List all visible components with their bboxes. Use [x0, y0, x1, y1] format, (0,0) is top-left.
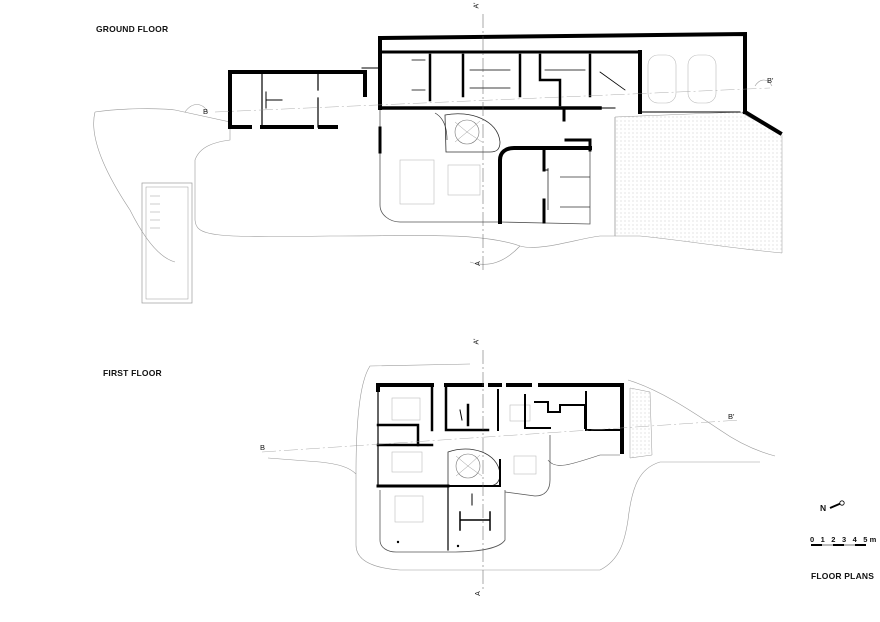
hatched-terrace: [614, 111, 783, 254]
ground-floor-plan: [93, 14, 783, 304]
pool: [141, 182, 193, 304]
section-b-prime-ground: B': [767, 76, 774, 85]
first-floor-title: FIRST FLOOR: [103, 368, 162, 378]
ground-floor-title: GROUND FLOOR: [96, 24, 169, 34]
first-site-outline: [267, 457, 760, 571]
first-spiral-stair: [447, 448, 501, 487]
ground-site-outline: [94, 108, 616, 248]
north-arrow: [829, 500, 845, 509]
ground-spiral-stair: [444, 113, 501, 153]
north-label: N: [820, 503, 827, 513]
section-a-prime-first: A': [473, 338, 481, 345]
section-b-first: B: [260, 443, 266, 452]
scale-bar-graphic: [811, 544, 866, 546]
scale-label: 0 1 2 3 4 5m: [810, 535, 879, 544]
first-floor-plan: [261, 350, 776, 590]
section-a-prime-ground: A': [473, 2, 481, 9]
floor-plans-title: FLOOR PLANS: [811, 571, 875, 581]
section-b-prime-first: B': [728, 412, 735, 421]
first-walls: [376, 383, 624, 551]
section-a-ground: A: [474, 261, 482, 266]
section-b-ground: B: [203, 107, 209, 116]
ground-walls: [228, 31, 783, 224]
section-a-first: A: [474, 591, 482, 596]
